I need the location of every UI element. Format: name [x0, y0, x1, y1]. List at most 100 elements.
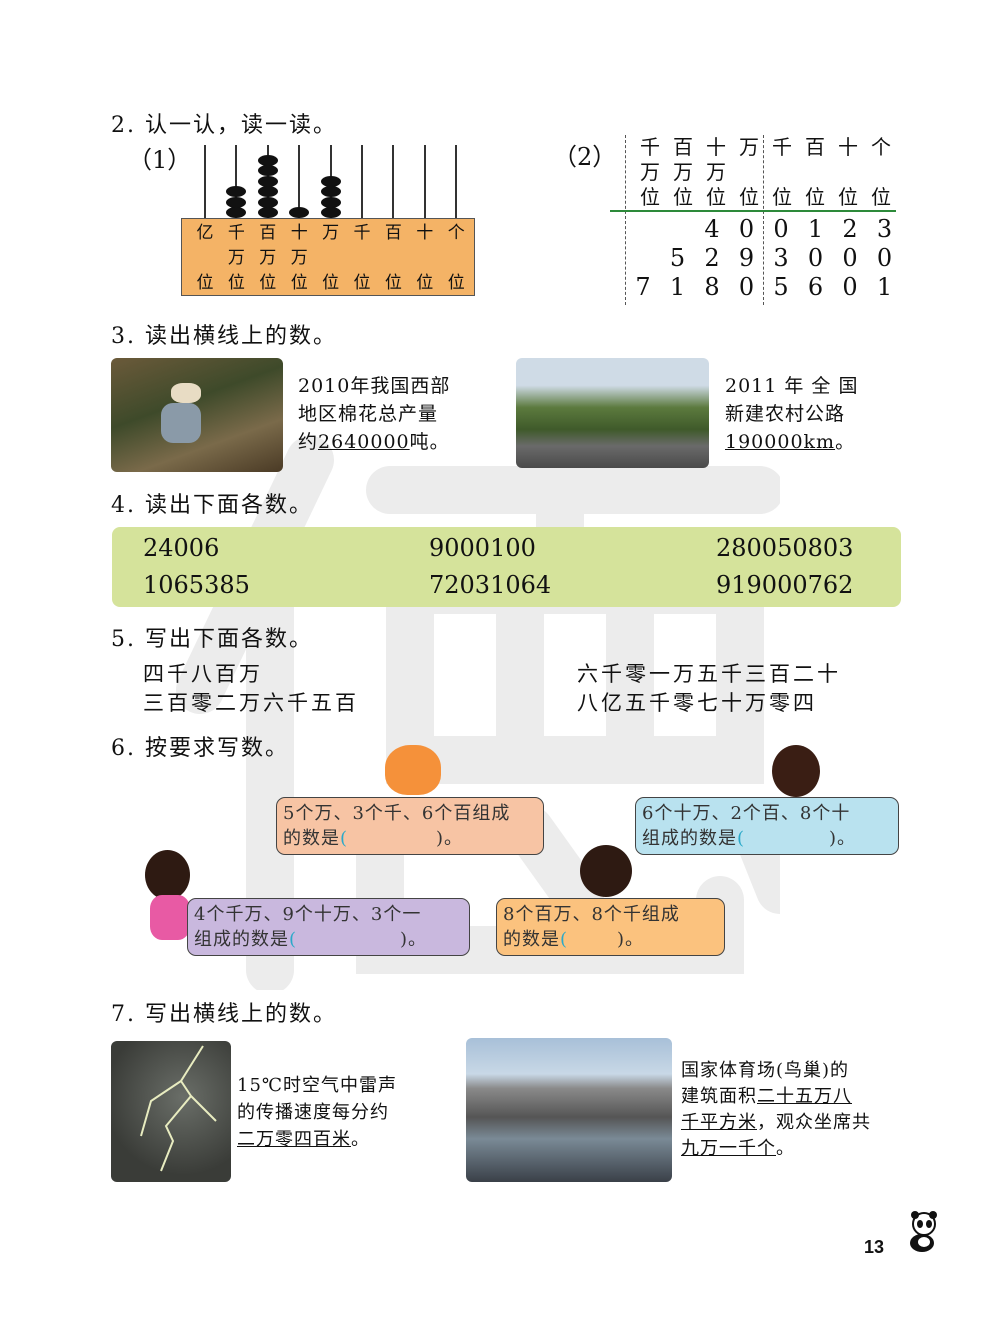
table-digit — [663, 215, 693, 243]
q6-title: 6. 按要求写数。 — [111, 736, 289, 761]
abacus-rod — [455, 145, 458, 218]
abacus-bead — [257, 207, 278, 218]
table-wan-divider — [763, 135, 764, 305]
q5-item: 四千八百万 — [143, 662, 263, 686]
q5-item: 六千零一万五千三百二十 — [577, 662, 841, 686]
bubble-line: 4个千万、9个十万、3个一 — [194, 904, 422, 925]
bubble-line: 8个百万、8个千组成 — [503, 904, 680, 925]
abacus-rod — [235, 145, 238, 218]
cat-character — [385, 745, 441, 795]
q2-part2-label: （2） — [553, 143, 617, 171]
table-header: 万 — [739, 135, 759, 159]
table-digit: 8 — [704, 273, 720, 301]
bear-character — [772, 745, 820, 797]
q5-item: 三百零二万六千五百 — [143, 691, 359, 715]
number-item: 72031064 — [429, 571, 552, 599]
place-label: 千 — [227, 223, 245, 243]
bubble-line: 5个万、3个千、6个百组成 — [283, 803, 511, 824]
abacus-bead — [257, 165, 278, 176]
table-digit: 1 — [669, 273, 686, 301]
place-label: 万 — [322, 223, 340, 243]
table-digit: 6 — [807, 273, 824, 301]
panda-icon — [902, 1210, 942, 1254]
q7-title: 7. 写出横线上的数。 — [111, 1002, 337, 1027]
table-digit: 1 — [807, 215, 824, 243]
table-header: 千 — [640, 135, 660, 159]
table-digit: 0 — [738, 273, 755, 301]
table-header: 十 — [838, 135, 858, 159]
answer-close: )。 — [436, 828, 464, 849]
q2-part1-label: （1） — [128, 146, 192, 174]
cotton-field-photo — [111, 358, 283, 472]
abacus-bead — [289, 207, 310, 218]
place-label: 位 — [384, 273, 402, 293]
place-label: 位 — [196, 273, 214, 293]
abacus-bead — [320, 175, 341, 187]
lightning-photo — [111, 1041, 231, 1182]
place-label: 位 — [353, 273, 371, 293]
table-digit: 9 — [738, 244, 755, 272]
table-header: 万 — [706, 160, 726, 184]
abacus-bead — [257, 175, 278, 187]
abacus-rod — [423, 145, 426, 218]
table-digit: 5 — [669, 244, 686, 272]
table-header — [866, 160, 896, 184]
rural-road-photo — [516, 358, 709, 468]
table-digit: 4 — [704, 215, 720, 243]
place-label: 百 — [384, 223, 402, 243]
table-header: 位 — [871, 185, 891, 209]
abacus-bead — [320, 196, 341, 208]
birds-nest-stadium-photo — [466, 1038, 672, 1182]
answer-close: )。 — [617, 929, 645, 950]
place-label: 十 — [290, 223, 308, 243]
place-label: 万 — [259, 248, 277, 268]
table-header — [800, 160, 830, 184]
table-digit — [628, 215, 658, 243]
table-digit — [628, 244, 658, 272]
place-label: 位 — [447, 273, 465, 293]
table-header: 万 — [673, 160, 693, 184]
table-digit: 0 — [773, 215, 789, 243]
girl-character — [145, 850, 190, 900]
answer-open: ( — [737, 828, 746, 849]
table-header — [833, 160, 863, 184]
table-header-line — [610, 210, 896, 212]
table-digit: 3 — [773, 244, 789, 272]
place-label: 位 — [290, 273, 308, 293]
place-label — [190, 247, 220, 269]
question-bubble: 8个百万、8个千组成 的数是( )。 — [496, 898, 725, 956]
number-item: 1065385 — [143, 571, 250, 599]
q3-item1-text: 2010年我国西部地区棉花总产量 约2640000吨。 — [298, 375, 451, 453]
table-header: 位 — [673, 185, 693, 209]
place-label: 万 — [227, 248, 245, 268]
question-bubble: 4个千万、9个十万、3个一 组成的数是()。 — [187, 898, 470, 956]
table-header: 百 — [673, 135, 693, 159]
cotton-number: 2640000 — [318, 431, 410, 453]
bubble-line: 6个十万、2个百、8个十 — [642, 803, 851, 824]
table-header: 位 — [805, 185, 825, 209]
number-item: 919000762 — [716, 571, 854, 599]
place-label: 亿 — [196, 223, 214, 243]
answer-close: )。 — [829, 828, 857, 849]
bubble-line: 的数是 — [503, 929, 560, 950]
table-digit: 7 — [635, 273, 651, 301]
stadium-area: 二十五万八 — [757, 1086, 852, 1107]
bubble-line: 组成的数是 — [642, 828, 737, 849]
abacus-rod — [361, 145, 363, 218]
table-header: 个 — [871, 135, 891, 159]
place-label — [316, 247, 346, 269]
answer-open: ( — [560, 929, 569, 950]
number-item: 280050803 — [716, 534, 854, 562]
place-label: 位 — [259, 273, 277, 293]
table-header: 位 — [640, 185, 660, 209]
abacus-bead — [226, 207, 247, 218]
table-digit: 0 — [876, 244, 893, 272]
place-label — [441, 247, 471, 269]
table-digit: 0 — [842, 244, 858, 272]
abacus-bead — [257, 186, 278, 197]
table-header: 百 — [805, 135, 825, 159]
answer-open: ( — [289, 929, 298, 950]
numbers-panel: 24006 9000100 280050803 1065385 72031064… — [112, 527, 901, 607]
place-label — [378, 247, 408, 269]
table-digit: 5 — [773, 273, 789, 301]
